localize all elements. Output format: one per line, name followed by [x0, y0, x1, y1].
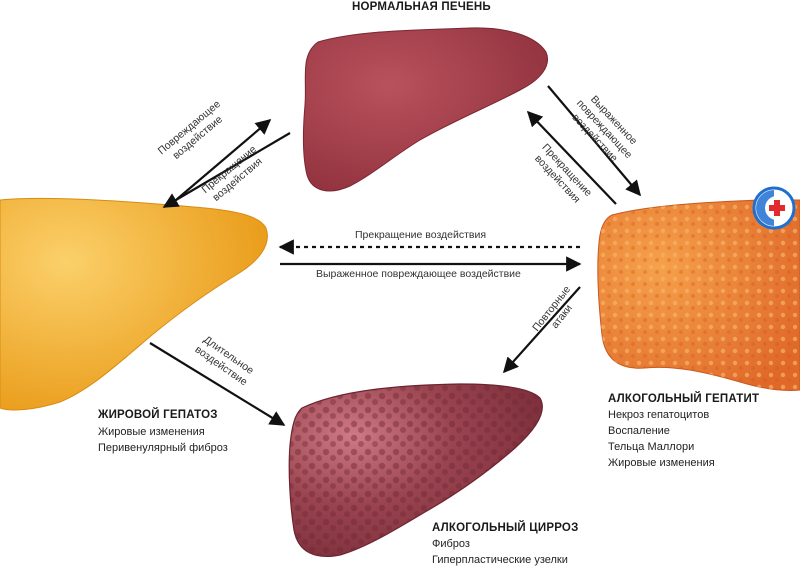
hepatitis-title: АЛКОГОЛЬНЫЙ ГЕПАТИТ [608, 393, 760, 405]
hepatitis-item: Некроз гепатоцитов [608, 409, 710, 421]
arrow-hepatitis-to-cirrhosis [502, 286, 581, 374]
fatty-liver-item: Жировые изменения [98, 426, 205, 438]
hepatitis-block: АЛКОГОЛЬНЫЙ ГЕПАТИТ Некроз гепатоцитов В… [608, 393, 759, 471]
arrow-normal-to-fatty [162, 132, 291, 208]
fatty-liver-block: ЖИРОВОЙ ГЕПАТОЗ Жировые изменения Периве… [98, 409, 228, 456]
fatty-liver-title: ЖИРОВОЙ ГЕПАТОЗ [98, 409, 218, 421]
normal-liver-image [302, 27, 548, 192]
cirrhosis-block: АЛКОГОЛЬНЫЙ ЦИРРОЗ Фиброз Гиперпластичес… [432, 522, 578, 568]
fatty-liver-item: Перивенулярный фиброз [98, 442, 228, 454]
hepatitis-item: Воспаление [608, 425, 670, 437]
cirrhosis-item: Гиперпластические узелки [432, 554, 568, 566]
normal-liver-title: НОРМАЛЬНАЯ ПЕЧЕНЬ [352, 1, 491, 13]
cirrhosis-liver-image [288, 383, 543, 557]
cirrhosis-item: Фиброз [432, 538, 470, 550]
hepatitis-item: Тельца Маллори [608, 441, 695, 453]
label-middle-stop: Прекращение воздействия [355, 229, 487, 241]
medical-cross-icon [752, 186, 796, 230]
arrow-hepatitis-to-normal [526, 110, 617, 205]
arrow-fatty-to-cirrhosis [149, 342, 286, 426]
cirrhosis-title: АЛКОГОЛЬНЫЙ ЦИРРОЗ [432, 522, 579, 534]
label-middle-damage: Выраженное повреждающее воздействие [316, 268, 521, 280]
arrow-fatty-to-normal [175, 119, 272, 201]
arrow-normal-to-hepatitis [547, 85, 641, 197]
hepatitis-item: Жировые изменения [608, 457, 715, 469]
hepatitis-liver-image [597, 199, 800, 391]
fatty-liver-image [0, 197, 268, 411]
